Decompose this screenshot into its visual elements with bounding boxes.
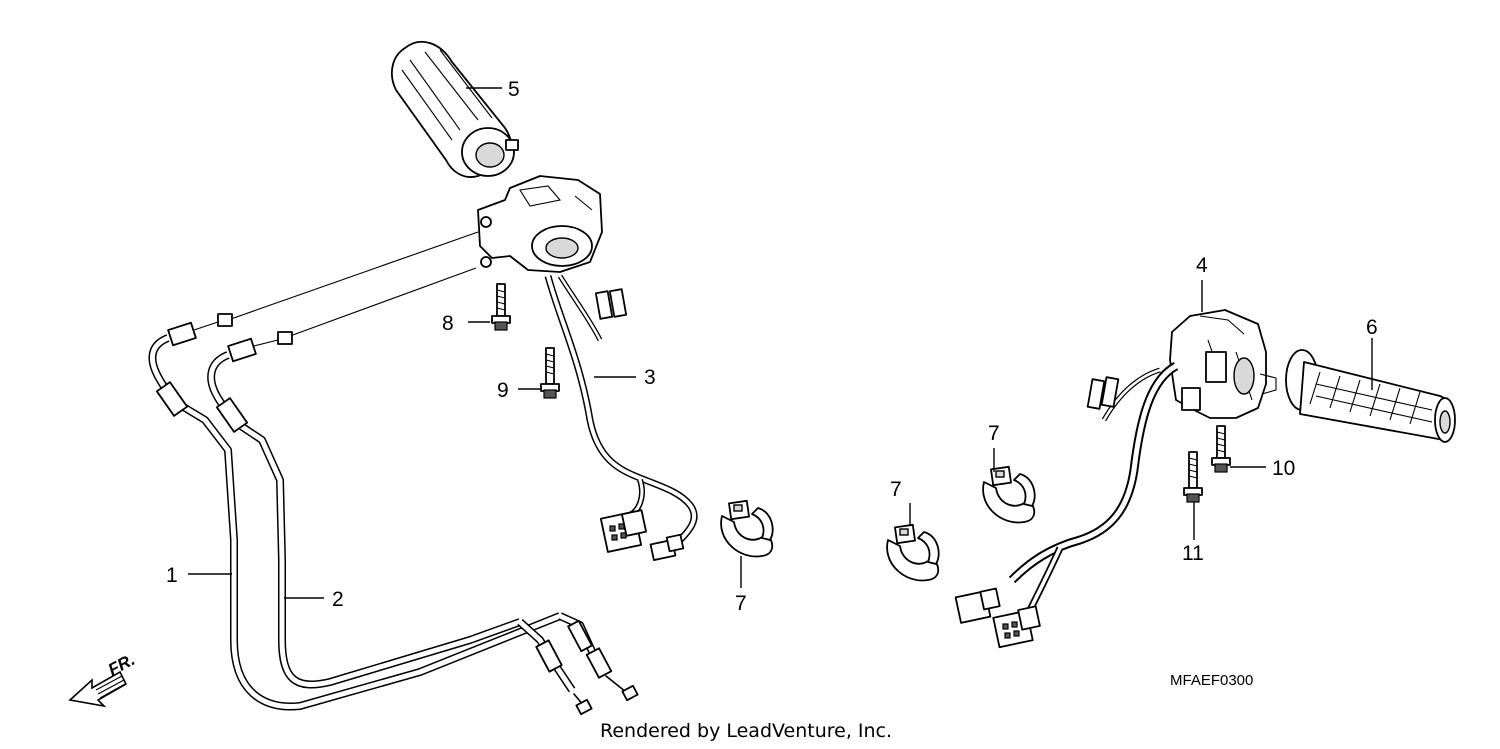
cable-tie-part-7-right — [982, 465, 1036, 524]
cable-tie-part-7-middle — [886, 523, 940, 582]
front-arrow-icon — [68, 670, 128, 708]
throttle-cable-part-2 — [207, 331, 593, 716]
callout-1: 1 — [166, 564, 178, 587]
callout-11: 11 — [1182, 542, 1204, 565]
callout-2: 2 — [332, 588, 344, 611]
bolt-part-8 — [491, 283, 511, 331]
right-switch-harness — [954, 362, 1179, 649]
callout-7-left: 7 — [735, 592, 747, 615]
bolt-part-11 — [1183, 451, 1203, 503]
render-credit: Rendered by LeadVenture, Inc. — [600, 720, 892, 742]
callout-numbers: 1 2 3 4 5 6 7 7 7 8 9 10 11 — [166, 78, 1378, 615]
callout-10: 10 — [1272, 457, 1295, 480]
callout-4: 4 — [1196, 254, 1208, 277]
callout-9: 9 — [497, 379, 509, 402]
callout-7-middle: 7 — [890, 478, 902, 501]
right-grip-part-6 — [1285, 349, 1456, 443]
left-switch-housing-part-3 — [227, 175, 603, 337]
callout-5: 5 — [508, 78, 520, 101]
front-label: FR. — [105, 650, 138, 680]
callout-3: 3 — [644, 366, 656, 389]
callout-6: 6 — [1366, 316, 1378, 339]
callout-7-right: 7 — [988, 422, 1000, 445]
left-grip-part-5 — [391, 40, 519, 178]
bolt-part-9 — [540, 347, 560, 399]
throttle-cable-part-1 — [148, 313, 639, 711]
diagram-code: MFAEF0300 — [1170, 672, 1253, 689]
bolt-part-10 — [1211, 425, 1231, 473]
front-direction-indicator: FR. — [68, 650, 138, 708]
right-switch-housing-part-4 — [1169, 309, 1277, 419]
leader-lines — [188, 87, 1373, 599]
callout-8: 8 — [442, 312, 454, 335]
cable-tie-part-7-left — [720, 499, 774, 558]
left-switch-harness — [544, 274, 698, 562]
